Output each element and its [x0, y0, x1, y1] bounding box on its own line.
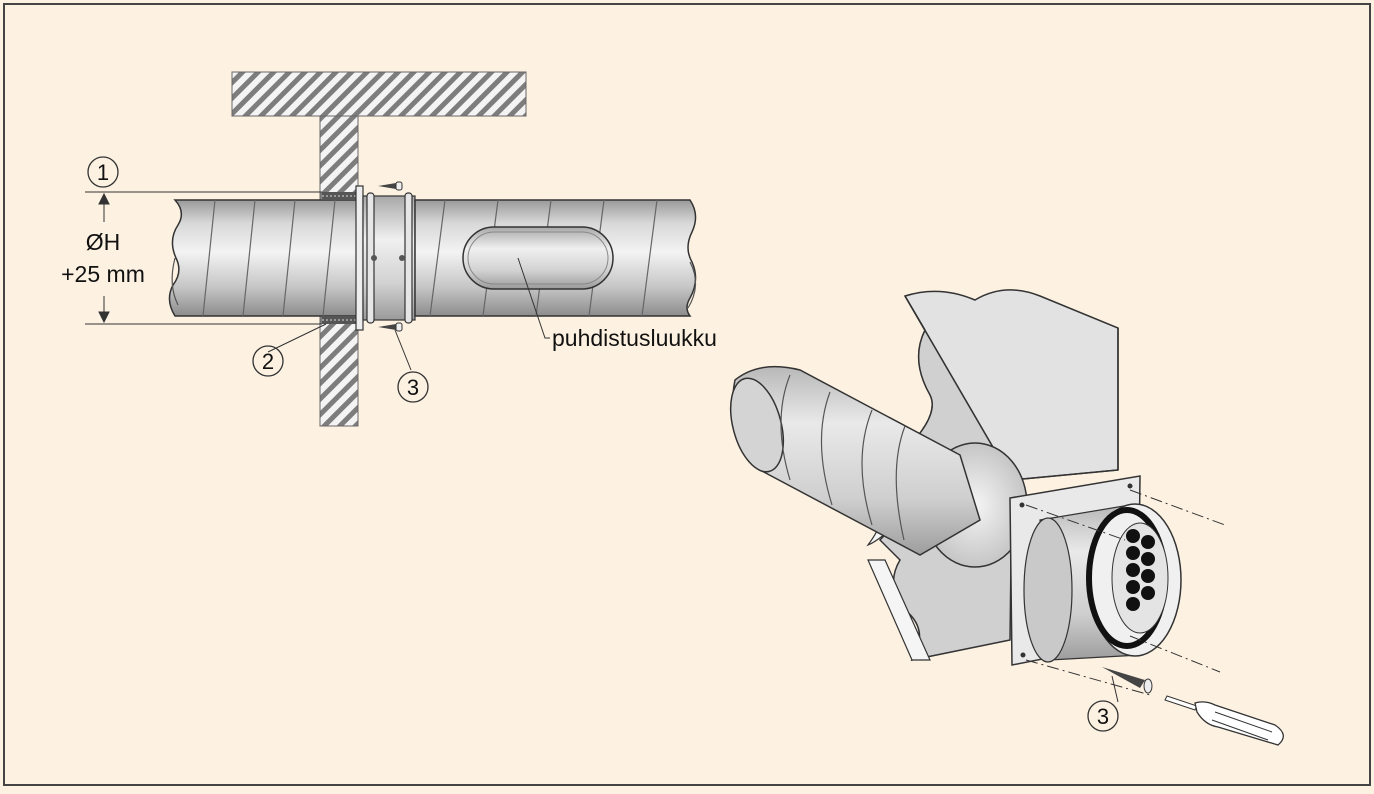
inspection-hatch	[462, 226, 614, 290]
guide-lines	[1025, 489, 1226, 696]
terminal-sleeve	[1023, 503, 1182, 663]
diameter-label: ØH	[86, 229, 121, 255]
screw-top-icon	[378, 181, 403, 191]
callout-3: 3	[397, 371, 429, 403]
callout-1: 1	[87, 156, 119, 188]
svg-text:2: 2	[262, 349, 274, 374]
iso-callout-3: 3	[1087, 700, 1119, 732]
callout-2: 2	[252, 345, 284, 377]
iso-duct	[729, 365, 981, 556]
screwdriver-icon	[1164, 695, 1284, 746]
svg-text:1: 1	[97, 160, 109, 185]
wall-section	[231, 71, 527, 427]
diameter-dimension	[85, 191, 322, 325]
sealing-insulation	[322, 192, 356, 324]
svg-text:3: 3	[407, 375, 419, 400]
duct-left	[168, 199, 361, 317]
diameter-extra-label: +25 mm	[61, 261, 145, 287]
coupling-sleeve	[362, 192, 416, 324]
leader-lines	[267, 257, 550, 371]
wall-flange	[355, 185, 364, 331]
iso-screw-icon	[1102, 667, 1153, 694]
iso-view: 3	[729, 289, 1284, 746]
side-view: ØH +25 mm 1 2 3 puhdistusluukku	[61, 71, 717, 427]
frame-border	[3, 3, 1371, 786]
hatch-label: puhdistusluukku	[552, 325, 717, 351]
screw-bottom-icon	[378, 322, 403, 332]
perforation-holes	[1126, 529, 1155, 611]
iso-leader	[1111, 675, 1119, 703]
svg-text:3: 3	[1097, 704, 1109, 729]
